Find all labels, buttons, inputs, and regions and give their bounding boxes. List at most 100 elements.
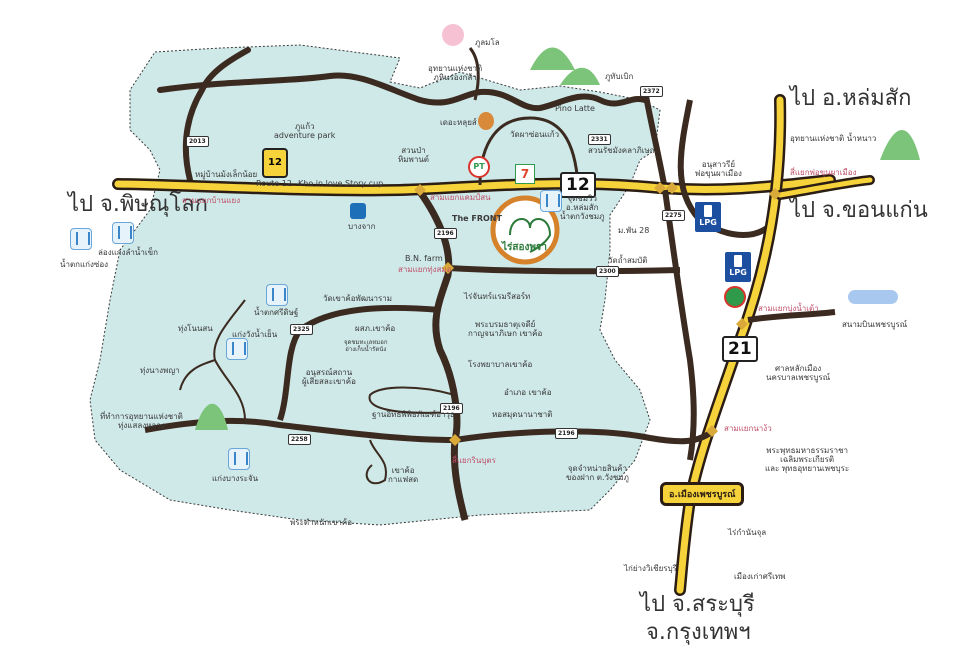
place-si-thep: เมืองเก่าศรีเทพ — [734, 572, 786, 581]
resort-logo-text: ไร่สองพรา — [502, 242, 547, 253]
place-nam-nao: อุทยานแห่งชาติ น้ำหนาว — [790, 134, 877, 143]
route-12-marker: 12 — [560, 172, 596, 198]
place-rain-harvest: จุดชมทะเลหมอก อ่างเก็บน้ำรัตนัง — [344, 339, 388, 353]
road-2196 — [417, 189, 469, 521]
road-airport — [747, 309, 836, 323]
caltex-logo-icon — [724, 286, 746, 308]
junction-na-ngua: สามแยกนาง้ว — [724, 424, 772, 433]
place-thung-non-son: ทุ่งโนนสน — [178, 324, 213, 333]
road-phu-lom-lo — [468, 47, 480, 101]
route-21-marker: 21 — [722, 336, 758, 362]
bangchak-logo-icon — [350, 203, 366, 219]
lpg-station-icon: LPG — [725, 252, 751, 282]
waterfall-icon — [226, 338, 248, 360]
place-kaeng-lam-nam-khek: ล่องแก่งลำน้ำเข็ก — [98, 248, 158, 257]
road-2275 — [662, 189, 697, 461]
place-sri-dit: น้ำตกศรีดิษฐ์ — [254, 308, 299, 317]
town-box-muang-phetchabun: อ.เมืองเพชรบูรณ์ — [660, 482, 745, 506]
road-loop — [478, 116, 580, 186]
place-pagoda: พระบรมธาตุเจดีย์ กาญจนาภิเษก เขาค้อ — [468, 320, 543, 339]
junction-thung-samo: สามแยกทุ่งสมอ — [398, 265, 452, 274]
place-kho-in-love: Kho in love — [298, 179, 343, 188]
route-shield: 2331 — [588, 134, 611, 145]
place-jan-resort: ไร่จันทร์แรมรีสอร์ท — [464, 292, 531, 301]
place-kaeng-wang-nam-yen: แก่งวังน้ำเย็น — [232, 330, 278, 339]
place-district-office: อำเภอ เขาค้อ — [504, 388, 552, 397]
road-2372 — [642, 89, 668, 191]
place-thung-nang-phaya: ทุ่งนางพญา — [140, 366, 180, 375]
traffic-light-icon — [654, 182, 666, 194]
road-north-winding — [157, 72, 648, 112]
route-shield: 2325 — [290, 324, 313, 335]
place-kaeng-song: น้ำตกแก่งซ่อง — [60, 260, 109, 269]
airplane-icon — [848, 290, 898, 304]
junction-ban-yaeng: สามแยกบ้านแยง — [182, 196, 241, 205]
traffic-light-icon — [736, 318, 748, 330]
dest-phitsanulok: ไป จ.พิษณุโลก — [68, 192, 208, 217]
place-bn-farm: B.N. farm — [405, 254, 443, 263]
traffic-light-icon — [449, 434, 461, 446]
place-wat-pha-sorn-kaew: วัดผาซ่อนแก้ว — [510, 130, 560, 139]
place-phu-lom-lo: ภูลมโล — [475, 38, 500, 47]
place-airport: สนามบินเพชรบูรณ์ — [842, 320, 908, 329]
flower-icon — [442, 24, 464, 46]
traffic-light-icon — [414, 184, 426, 196]
road-2300 — [447, 265, 681, 275]
place-story-cup: Story cup — [345, 179, 384, 188]
place-otop: จุดจำหน่ายสินค้า ของฝาก ต.วังชมภู — [566, 464, 629, 483]
route-shield: 2300 — [596, 266, 619, 277]
route-shield: 2258 — [288, 434, 311, 445]
place-khao-kho-cafe: เขาค้อ กาแฟสด — [388, 466, 419, 485]
place-library: หอสมุดนานาชาติ — [492, 410, 553, 419]
place-memorial: อนุสรณ์สถาน ผู้เสียสละเขาค้อ — [302, 368, 356, 387]
junction-rin-nabut: สี่แยกรินบุตร — [452, 456, 496, 465]
road-2258 — [144, 417, 456, 443]
mountain-icon — [195, 403, 228, 430]
place-phu-thap-boek: ภูทับเบิก — [605, 72, 634, 81]
place-palace: พระตำหนักเขาค้อ — [290, 518, 352, 527]
place-thung-salaeng: ที่ทำการอุทยานแห่งชาติ ทุ่งแสลงหลวง — [100, 412, 183, 431]
place-ksorsor: ผสภ.เขาค้อ — [355, 324, 396, 333]
place-mpan28: ม.พัน 28 — [618, 226, 650, 235]
place-pino-latte: Pino Latte — [555, 104, 595, 113]
place-buddha: พระพุทธมหาธรรมราชา เฉลิมพระเกียรติ และ พ… — [765, 446, 850, 474]
seven-eleven-logo-icon: 7 — [515, 164, 535, 184]
road-weapon-loop — [368, 386, 456, 414]
route12-label: Route 12 — [256, 179, 292, 188]
mountain-icon — [880, 130, 920, 160]
route-shield: 2196 — [555, 428, 578, 439]
place-wat-tham-sombat: วัดถ้ำสมบัติ — [608, 256, 648, 265]
pt-logo-icon: PT — [468, 156, 490, 178]
heart-icon — [509, 218, 552, 253]
place-himmaphan: สวนป่า หิมพานต์ — [398, 146, 429, 165]
junction-pho-khun: สี่แยกพ่อขุนผาเมือง — [790, 168, 857, 177]
waterfall-icon — [540, 190, 562, 212]
place-muang-lek: หมู่บ้านม้งเล็กน้อย — [195, 170, 258, 179]
traffic-light-icon — [706, 425, 718, 437]
road-2196-east — [454, 427, 717, 445]
mountain-icon — [530, 47, 575, 70]
place-kaeng-bang-rachan: แก่งบางระจัน — [212, 474, 259, 483]
route-shield: 2275 — [662, 210, 685, 221]
dest-khonkaen: ไป จ.ขอนแก่น — [790, 198, 928, 223]
waterfall-icon — [70, 228, 92, 250]
route-shield: 2196 — [434, 228, 457, 239]
lpg-station-icon: LPG — [695, 202, 721, 232]
road-2013 — [182, 47, 251, 183]
place-rachamangkala: สวนรัชมังคลาภิเษก — [588, 146, 655, 155]
dest-lomsak: ไป อ.หล่มสัก — [790, 86, 912, 111]
dest-bangkok: จ.กรุงเทพฯ — [646, 620, 751, 645]
route-shield: 2372 — [640, 86, 663, 97]
land-area — [89, 44, 661, 526]
place-view-point: จุดชมวิว อ.หล่มสัก น้ำตกวังชมภู — [560, 194, 605, 222]
place-phu-hin-rong-kla: อุทยานแห่งชาติ ภูหินร่องกล้า — [428, 64, 483, 83]
route-12-shield-icon: 12 — [262, 148, 288, 178]
place-weapon-base: ฐานอิทธิพิพิธภัณฑ์อาวุธ — [372, 410, 455, 419]
place-hospital: โรงพยาบาลเขาค้อ — [468, 360, 533, 369]
place-bangchak: บางจาก — [348, 222, 376, 231]
dest-saraburi: ไป จ.สระบุรี — [640, 592, 755, 617]
place-wat-khao-kho-phatthanaram: วัดเขาค้อพัฒนาราม — [323, 294, 393, 303]
place-chicken: ไก่ย่างวิเชียรบุรี — [624, 564, 677, 573]
road-cafe-loop — [365, 439, 387, 485]
place-the-front: The FRONT — [452, 214, 502, 223]
